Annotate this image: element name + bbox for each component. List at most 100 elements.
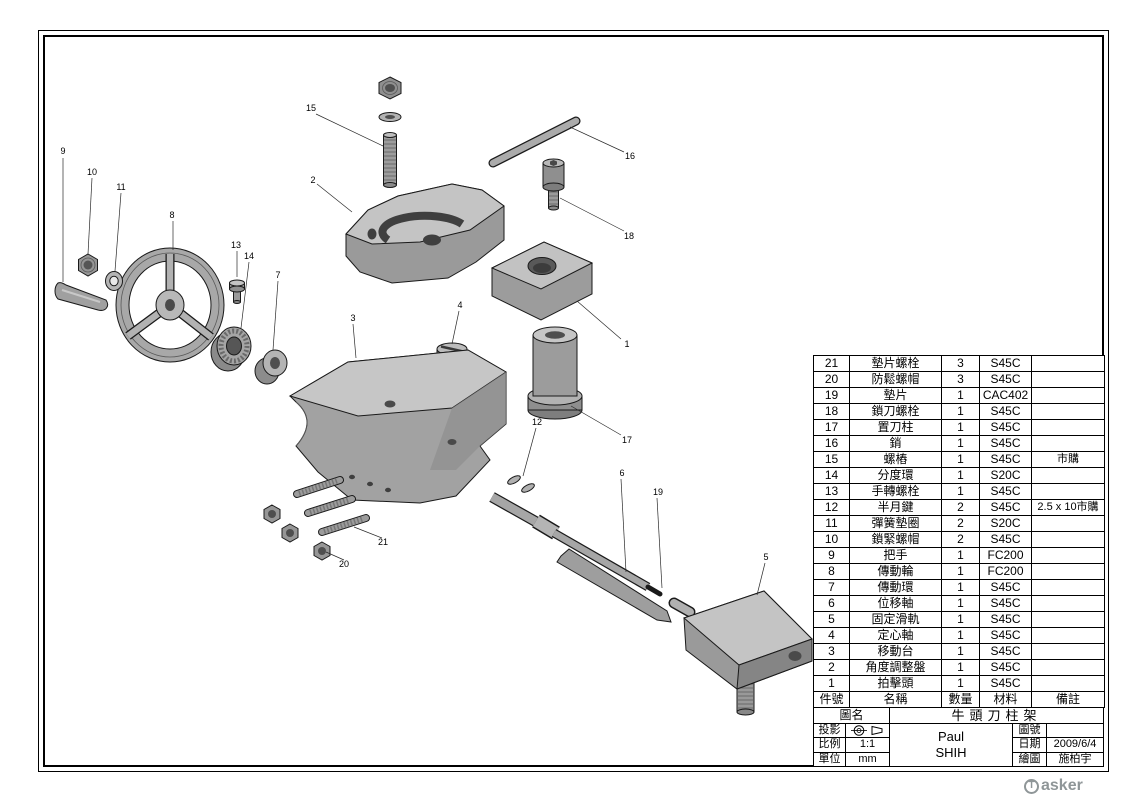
- bom-cell-material: FC200: [979, 547, 1032, 564]
- third-angle-projection-icon: [850, 725, 882, 736]
- bom-cell-remark: [1031, 627, 1105, 644]
- bom-cell-qty: 2: [941, 531, 980, 548]
- part-block-1: [490, 241, 594, 321]
- watermark-logo-icon: T: [1024, 778, 1039, 794]
- scale-label: 比例: [814, 738, 846, 752]
- bom-cell-name: 墊片螺栓: [849, 355, 942, 372]
- part-post-17: [527, 326, 583, 420]
- bom-cell-qty: 2: [941, 499, 980, 516]
- bom-cell-material: S45C: [979, 355, 1032, 372]
- bom-cell-no: 3: [813, 643, 850, 660]
- bom-cell-name: 定心軸: [849, 627, 942, 644]
- bom-cell-no: 17: [813, 419, 850, 436]
- part-washer-11: [105, 271, 123, 291]
- bom-cell-material: S45C: [979, 403, 1032, 420]
- bom-cell-name: 傳動環: [849, 579, 942, 596]
- bom-row: 12 半月鍵 2 S45C 2.5 x 10市購: [813, 499, 1105, 516]
- bom-header-no: 件號: [813, 691, 850, 708]
- bom-cell-qty: 1: [941, 403, 980, 420]
- callout-4: 4: [457, 300, 462, 310]
- unit-label: 單位: [814, 752, 846, 766]
- bom-row: 5 固定滑軌 1 S45C: [813, 611, 1105, 628]
- bom-cell-qty: 1: [941, 595, 980, 612]
- bom-cell-qty: 1: [941, 563, 980, 580]
- bom-cell-name: 移動台: [849, 643, 942, 660]
- callout-16: 16: [625, 151, 635, 161]
- bom-cell-remark: [1031, 515, 1105, 532]
- scale-value: 1:1: [859, 738, 876, 751]
- bom-cell-no: 15: [813, 451, 850, 468]
- bom-row: 7 傳動環 1 S45C: [813, 579, 1105, 596]
- bom-cell-qty: 1: [941, 579, 980, 596]
- bom-cell-name: 手轉螺栓: [849, 483, 942, 500]
- bom-cell-qty: 1: [941, 467, 980, 484]
- drawing-no-value: [1047, 724, 1103, 737]
- bom-cell-material: S45C: [979, 531, 1032, 548]
- bom-cell-qty: 3: [941, 355, 980, 372]
- bom-row: 8 傳動輪 1 FC200: [813, 563, 1105, 580]
- bom-cell-remark: [1031, 563, 1105, 580]
- bom-cell-name: 鎖刀螺栓: [849, 403, 942, 420]
- bom-cell-qty: 1: [941, 611, 980, 628]
- bom-cell-no: 4: [813, 627, 850, 644]
- bom-cell-qty: 1: [941, 387, 980, 404]
- callout-numbers: 1 2 3 4 5 6 7 8 9 10 11 12 13 14 15 16 1…: [60, 103, 768, 569]
- bom-cell-remark: [1031, 403, 1105, 420]
- part-shaft-6: [489, 492, 696, 623]
- bom-cell-no: 19: [813, 387, 850, 404]
- bom-cell-material: S45C: [979, 371, 1032, 388]
- callout-2: 2: [310, 175, 315, 185]
- bom-cell-no: 18: [813, 403, 850, 420]
- drawn-by-label: 繪圖: [1013, 752, 1047, 766]
- bom-cell-remark: [1031, 659, 1105, 676]
- bom-cell-remark: [1031, 467, 1105, 484]
- bom-cell-material: CAC402: [979, 387, 1032, 404]
- bom-cell-qty: 1: [941, 547, 980, 564]
- bom-cell-remark: [1031, 547, 1105, 564]
- callout-6: 6: [619, 468, 624, 478]
- part-keys-12: [507, 475, 535, 493]
- title-block-left: 投影 比例 1:1: [814, 724, 890, 766]
- drawing-name: 牛頭刀柱架: [951, 708, 1042, 723]
- bom-cell-material: S45C: [979, 611, 1032, 628]
- bom-cell-material: S45C: [979, 659, 1032, 676]
- bom-body: 21 墊片螺栓 3 S45C 20 防鬆螺帽 3 S45C 19 墊片 1 CA…: [813, 355, 1105, 692]
- bom-cell-name: 傳動輪: [849, 563, 942, 580]
- bom-cell-name: 分度環: [849, 467, 942, 484]
- bom-cell-qty: 1: [941, 675, 980, 692]
- bom-cell-qty: 2: [941, 515, 980, 532]
- bom-row: 15 螺樁 1 S45C 市購: [813, 451, 1105, 468]
- bom-row: 21 墊片螺栓 3 S45C: [813, 355, 1105, 372]
- part-rail-5: [683, 590, 813, 716]
- bom-cell-no: 9: [813, 547, 850, 564]
- bom-cell-remark: 市購: [1031, 451, 1105, 468]
- bom-cell-material: S45C: [979, 627, 1032, 644]
- callout-8: 8: [169, 210, 174, 220]
- bom-cell-remark: [1031, 595, 1105, 612]
- bom-cell-qty: 1: [941, 435, 980, 452]
- bom-row: 4 定心軸 1 S45C: [813, 627, 1105, 644]
- bom-cell-material: S45C: [979, 483, 1032, 500]
- bom-cell-remark: [1031, 675, 1105, 692]
- bom-row: 1 拍擊頭 1 S45C: [813, 675, 1105, 692]
- bom-cell-name: 角度調整盤: [849, 659, 942, 676]
- bom-cell-remark: [1031, 611, 1105, 628]
- bom-cell-material: S45C: [979, 451, 1032, 468]
- callout-12: 12: [532, 417, 542, 427]
- bom-cell-qty: 1: [941, 419, 980, 436]
- bom-cell-no: 21: [813, 355, 850, 372]
- bom-cell-name: 螺樁: [849, 451, 942, 468]
- callout-14: 14: [244, 251, 254, 261]
- bom-cell-remark: 2.5 x 10市購: [1031, 499, 1105, 516]
- bom-cell-no: 2: [813, 659, 850, 676]
- right-panel: 21 墊片螺栓 3 S45C 20 防鬆螺帽 3 S45C 19 墊片 1 CA…: [813, 355, 1105, 767]
- callout-19: 19: [653, 487, 663, 497]
- part-ring-7: [254, 349, 288, 385]
- bom-cell-remark: [1031, 483, 1105, 500]
- bom-header-remark: 備註: [1031, 691, 1105, 708]
- projection-label: 投影: [814, 724, 846, 738]
- part-stud-15-stack: [378, 76, 402, 188]
- bom-cell-name: 置刀柱: [849, 419, 942, 436]
- watermark-text: asker: [1041, 777, 1083, 794]
